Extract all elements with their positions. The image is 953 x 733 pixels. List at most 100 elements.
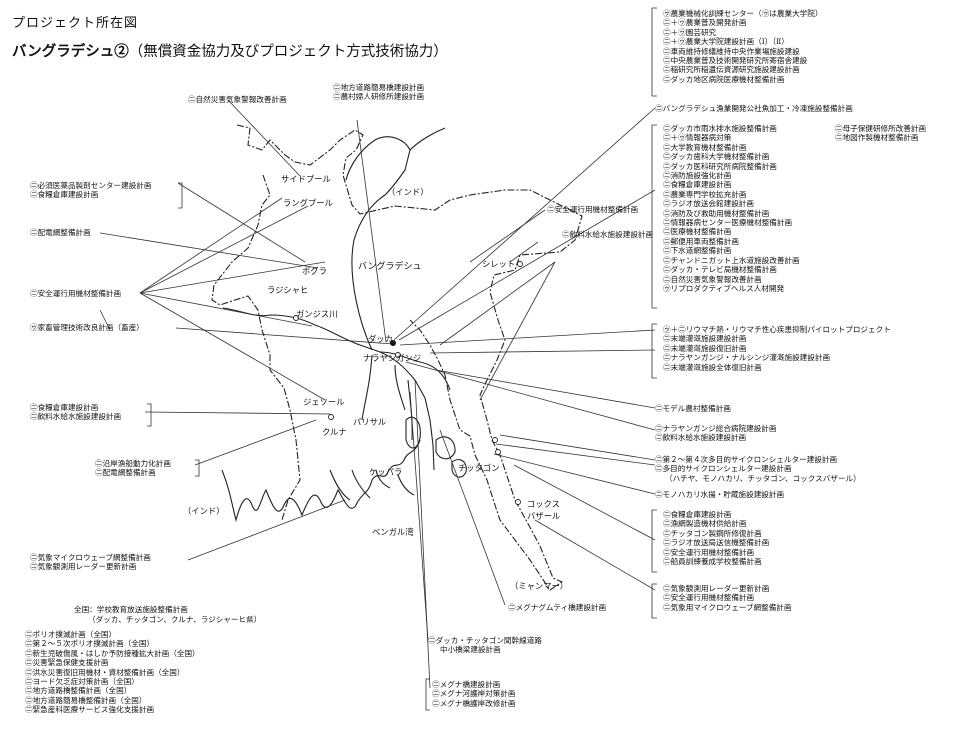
label-dhaka: ㊁ダッカ医科研究所病院整備計画 bbox=[663, 161, 777, 171]
label-meghna: ㊁メグナ橋護岸改修計画 bbox=[432, 698, 516, 708]
national-item: ㊁緊急産科医療サービス強化支援計画 bbox=[25, 705, 155, 715]
label-dhaka: ㊁自然災害気象警報改善計画 bbox=[663, 274, 762, 284]
page-title: プロジェクト所在図 bbox=[12, 16, 139, 31]
block-weather-left: ㊁気象マイクロウェーブ網整備計画 ㊁気象観測用レーダー更新計画 bbox=[30, 553, 151, 572]
label-agri: ㊁＋㋒農業大学院建設計画（Ⅰ）（Ⅱ） bbox=[663, 37, 789, 47]
label-coxs: ㊁気象用マイクロウェーブ網整備計画 bbox=[663, 602, 792, 612]
label-dhaka: ㊁情報器病センター医療機材整備計画 bbox=[663, 218, 793, 228]
label-model-village: ㊁モデル農村整備計画 bbox=[655, 404, 731, 413]
subtitle-country: バングラデシュ② bbox=[12, 43, 129, 60]
national-item: ㊁地方道路橋整備計画（全国） bbox=[25, 686, 132, 696]
place-dhaka: ダッカ bbox=[368, 334, 393, 344]
label-chittagong: ㊁安全運行用機材整備計画 bbox=[663, 547, 755, 557]
block-top-center: ㊁地方道路簡易橋建設計画 ㊁農村婦人研修所建設計画 bbox=[333, 83, 424, 102]
label-cyclone: （ハチヤ、モノハカリ、チッタゴン、コックスバザール） bbox=[665, 473, 861, 483]
label-dhaka: ㊁下水道網整備計画 bbox=[663, 246, 732, 256]
national-item: ㊁災害緊急保健支援計画 bbox=[25, 658, 109, 668]
sundarbans-islands bbox=[329, 469, 415, 501]
island-hatiya bbox=[435, 436, 456, 460]
place-bay-of-bengal: ベンガル湾 bbox=[372, 527, 414, 537]
place-narayanganj: ナラヤンガンジ bbox=[363, 353, 422, 363]
label-meghna: ㊁メグナ橋建設計画 bbox=[432, 680, 501, 689]
label-hospital: ㊁飲料水給水施設建設計画 bbox=[655, 433, 747, 443]
label-agri: ㊁＋㋒園芸研究 bbox=[663, 27, 717, 37]
label-dhaka: ㊁農業専門学校拡充計画 bbox=[663, 189, 747, 199]
label-dhaka: ㊁ラジオ放送会館建設計画 bbox=[663, 199, 754, 209]
label-dhaka: ㊁消防施設強化計画 bbox=[663, 171, 732, 181]
place-bangladesh: バングラデシュ bbox=[358, 262, 422, 272]
jamuna-river bbox=[345, 136, 411, 351]
place-kepupara: ケッパラ bbox=[369, 467, 403, 477]
place-barisal: バリサル bbox=[353, 417, 387, 427]
label-agri: ㊁＋㋒農業普及開発計画 bbox=[663, 18, 747, 28]
label-meghna: ㊁メグナ河護岸対策計画 bbox=[432, 689, 516, 699]
label-chittagong: ㊁漁網製造機材供給計画 bbox=[663, 519, 747, 529]
label-chittagong: ㊁食糧倉庫建設計画 bbox=[663, 510, 732, 519]
label-agri: ㊁稲研究所稲遺伝資源研究施設建設計画 bbox=[663, 65, 800, 75]
island-sandwip bbox=[451, 459, 467, 478]
label-narayanganj: ㊁末端灌漑施設全体復旧計画 bbox=[663, 362, 762, 372]
place-rangpur: ラングプール bbox=[283, 198, 333, 208]
national-item: ㊁洪水災害復旧用機材・資材整備計画（全国） bbox=[25, 667, 185, 677]
label-coxs: ㊁安全運行用機材整備計画 bbox=[663, 593, 755, 603]
marker-sylhet bbox=[517, 261, 523, 267]
label-chittagong: ㊁船員訓練養成学校整備計画 bbox=[663, 557, 762, 567]
label-dhaka: ㊁消防及び救助用機材整備計画 bbox=[663, 208, 770, 218]
island-bhola bbox=[405, 416, 421, 449]
block-coxs: ㊁気象観測用レーダー更新計画 ㊁安全運行用機材整備計画 ㊁気象用マイクロウェーブ… bbox=[663, 584, 791, 612]
place-ganges: ガンジス川 bbox=[296, 309, 338, 319]
block-dhaka: ㊁ダッカ市雨水排水施設整備計画 ㊁＋㋒情報器病対策 ㊁大学教育機材整備計画 ㊁ダ… bbox=[663, 124, 800, 293]
national-item: ㊁ヨード欠乏症対策計画（全国） bbox=[25, 677, 139, 687]
national-item: ㊁新生児破傷風・はしか予防接種拡大計画（全国） bbox=[25, 648, 200, 658]
label-safety-left: ㊁安全運行用機材整備計画 bbox=[30, 289, 122, 298]
block-hospital: ㊁ナラヤンガンジ総合病院建設計画 ㊁飲料水給水施設建設計画 bbox=[655, 424, 777, 443]
label-food-1: ㊁食糧倉庫建設計画 bbox=[30, 403, 99, 412]
label-agri: ㊁ダッカ地区病院医療機材整備計画 bbox=[663, 74, 785, 84]
label-dhaka: ㊁郵便用車両整備計画 bbox=[663, 236, 739, 246]
label-rural-bridges: ㊁地方道路簡易橋建設計画 bbox=[333, 83, 425, 92]
page-subtitle: バングラデシュ②（無償資金協力及びプロジェクト方式技術協力） bbox=[12, 40, 448, 61]
place-bogra: ボグラ bbox=[302, 266, 327, 276]
delta-channel-2 bbox=[394, 364, 406, 411]
marker-khulna bbox=[328, 414, 334, 420]
place-sylhet: シレット bbox=[482, 259, 516, 269]
label-distribution: ㊁配電網整備計画 bbox=[30, 228, 91, 237]
place-myanmar: （ミャンマー） bbox=[510, 581, 569, 591]
delta-channel-4 bbox=[424, 397, 435, 471]
country-border bbox=[211, 124, 583, 591]
block-dhaka-col2: ㊁母子保健研修所改善計画 ㊁地図作製機材整備計画 bbox=[835, 124, 926, 143]
national-item: ㊁第２～５次ポリオ撲滅計画（全国） bbox=[25, 639, 155, 649]
national-item: ㊁ポリオ撲滅計画（全国） bbox=[25, 630, 117, 639]
marker-dhaka bbox=[390, 340, 396, 346]
place-coxs-bazar: コックス バザール bbox=[527, 499, 561, 521]
national-heading: 全国：学校教育放送施設整備計画 bbox=[74, 605, 188, 614]
label-cyclone: ㊁第２～第４次多目的サイクロンシェルター建設計画 bbox=[655, 455, 838, 464]
label-highway: 中小橋梁建設計画 bbox=[440, 645, 501, 655]
block-cyclone: ㊁第２～第４次多目的サイクロンシェルター建設計画 ㊁多目的サイクロンシェルター建… bbox=[655, 455, 861, 483]
label-agri: ㊁中央農業普及技術開発研究所寄宿舎建設 bbox=[663, 56, 808, 66]
national-item: ㊁地方道路簡易橋整備計画（全国） bbox=[25, 695, 147, 705]
label-dhaka: ㊁ダッカ歯科大学機材整備計画 bbox=[663, 152, 770, 162]
national-heading-sub: （ダッカ、チッタゴン、クルナ、ラジシャーヒ県） bbox=[88, 615, 262, 624]
brahmaputra-river bbox=[409, 127, 446, 151]
label-dhaka: ㊁大学教育機材整備計画 bbox=[663, 142, 747, 152]
delta-channel-1 bbox=[361, 354, 373, 421]
label-dhaka: ㊁食糧倉庫建設計画 bbox=[663, 180, 732, 190]
label-narayanganj: ㊁ナラヤンガンジ・ナルシンジ灌漑施設建設計画 bbox=[663, 353, 831, 363]
label-rural-women: ㊁農村婦人研修所建設計画 bbox=[333, 92, 425, 102]
label-dhaka: ㊁チャンドニガット上水道施設改善計画 bbox=[663, 255, 800, 265]
place-india-w: （インド） bbox=[183, 506, 225, 516]
block-agri: ㋒農業機械化訓練センター（㋒は農業大学院） ㊁＋㋒農業普及開発計画 ㊁＋㋒園芸研… bbox=[663, 9, 822, 84]
label-agri: ㋒農業機械化訓練センター（㋒は農業大学院） bbox=[663, 9, 823, 18]
label-coxs: ㊁気象観測用レーダー更新計画 bbox=[663, 584, 770, 593]
label-fishing-2: ㊁配電網整備計画 bbox=[95, 468, 156, 478]
marker-rajshahi bbox=[293, 315, 299, 321]
label-dhaka: ㊁＋㋒情報器病対策 bbox=[663, 133, 732, 143]
label-dhaka: ㋒リプロダクティブヘルス人材開発 bbox=[663, 283, 785, 293]
subtitle-note: （無償資金協力及びプロジェクト方式技術協力） bbox=[128, 44, 448, 60]
label-dhaka: ㊁ダッカ・テレビ局機材整備計画 bbox=[663, 265, 777, 275]
meghna-river bbox=[379, 351, 451, 391]
place-saidpur: サイドプール bbox=[281, 174, 331, 184]
block-pharma: ㊁必須医薬品製剤センター建設計画 ㊁食糧倉庫建設計画 bbox=[30, 181, 152, 200]
